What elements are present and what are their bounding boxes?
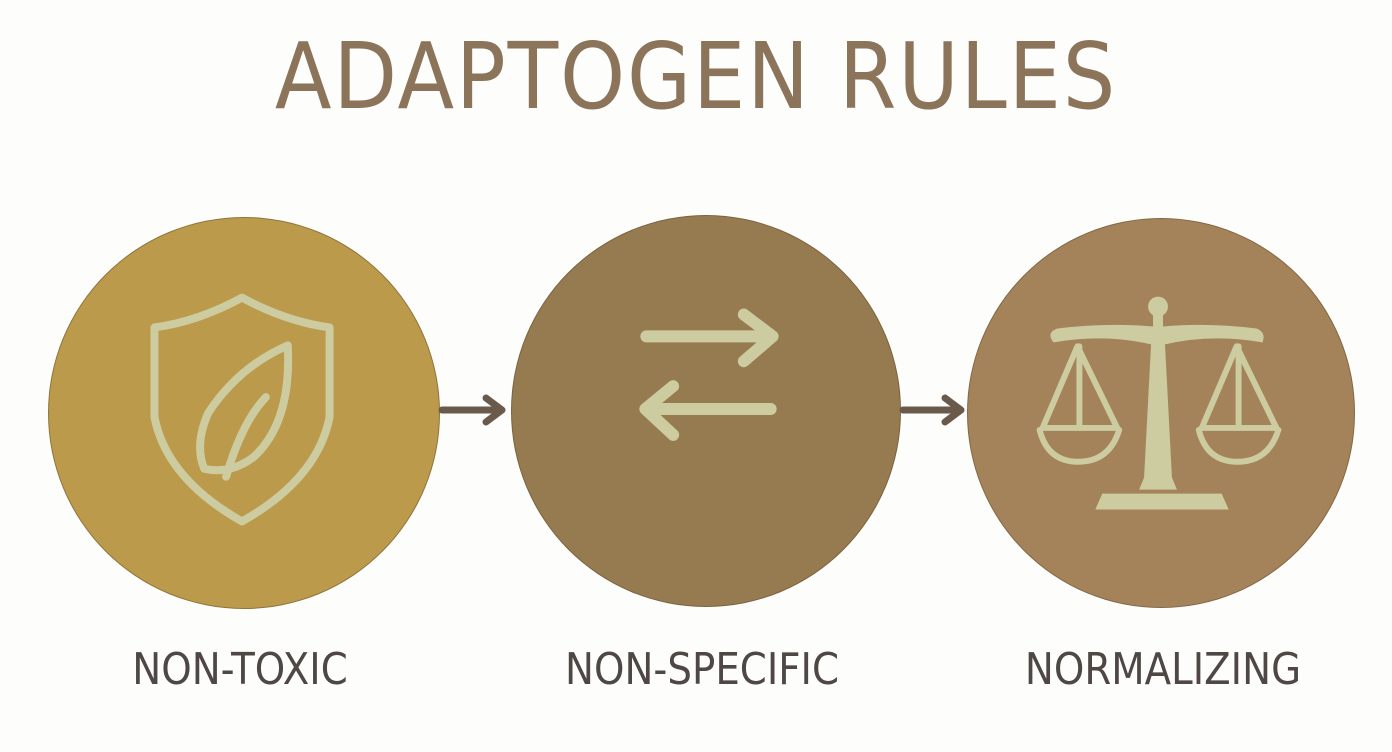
step-circle-non-specific (511, 215, 901, 607)
arrow-right-icon (899, 394, 965, 426)
balance-scale-icon (1036, 296, 1282, 510)
step-label-non-specific: NON-SPECIFIC (565, 644, 839, 695)
step-label-non-toxic: NON-TOXIC (132, 644, 348, 695)
shield-leaf-icon (150, 293, 334, 526)
bidirectional-arrows-icon (639, 308, 779, 441)
step-circle-normalizing (967, 218, 1355, 608)
step-label-normalizing: NORMALIZING (1024, 644, 1302, 695)
page-title: ADAPTOGEN RULES (274, 23, 1118, 130)
step-circle-non-toxic (48, 217, 440, 609)
arrow-right-icon (438, 394, 506, 426)
